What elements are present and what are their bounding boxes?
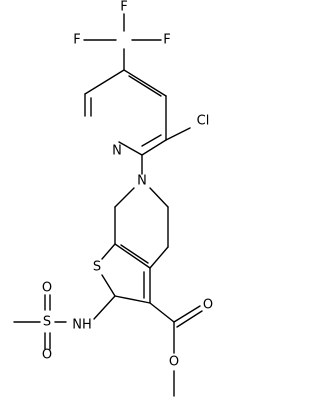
amine-nh-label: NH bbox=[72, 318, 92, 333]
sulfonyl-oxygen-label: O bbox=[42, 348, 52, 363]
bond-lines bbox=[13, 13, 203, 397]
fluorine-atom-label: F bbox=[73, 33, 80, 48]
thiophene-sulfur-label: S bbox=[93, 260, 101, 275]
atom-labels: F F F N Cl N S NH S O O O O bbox=[42, 0, 213, 370]
ring-nitrogen-label: N bbox=[137, 174, 147, 189]
fluorine-atom-label: F bbox=[163, 33, 170, 48]
chlorine-atom-label: Cl bbox=[197, 114, 210, 129]
carbonyl-oxygen-label: O bbox=[203, 298, 213, 313]
ester-oxygen-label: O bbox=[169, 355, 179, 370]
sulfonyl-oxygen-label: O bbox=[42, 281, 52, 296]
fluorine-atom-label: F bbox=[120, 0, 127, 15]
sulfonyl-sulfur-label: S bbox=[43, 315, 51, 330]
pyridine-nitrogen-label: N bbox=[112, 144, 122, 159]
chemical-structure-diagram: F F F N Cl N S NH S O O O O bbox=[13, 0, 213, 397]
